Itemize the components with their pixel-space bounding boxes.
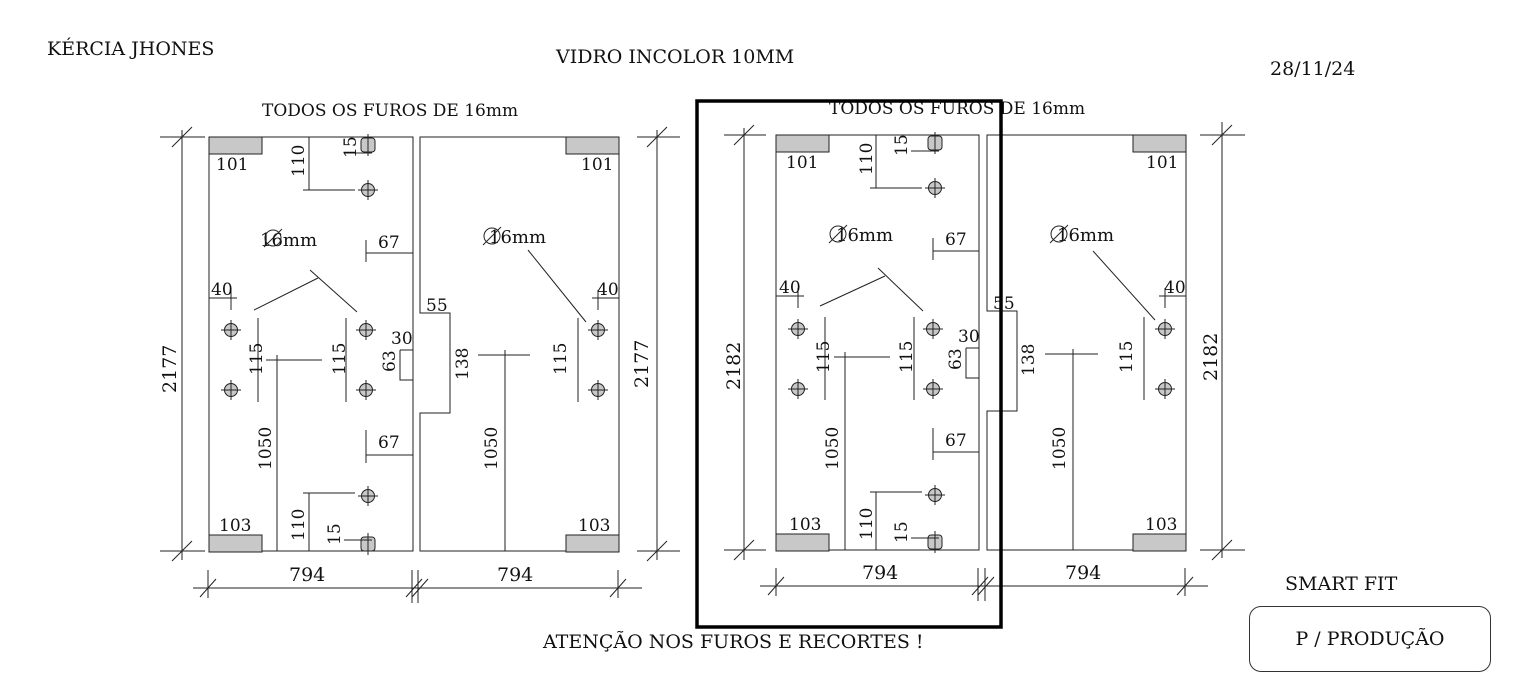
panel-d: 101 103 55 138 16mm 40 115 1050: [986, 134, 1187, 552]
dim-138-d: 138: [1019, 344, 1039, 376]
plate-label-bottom: 103: [219, 516, 251, 536]
dim-55-d: 55: [993, 294, 1015, 314]
dim-67-b: 67: [378, 433, 400, 453]
company-name: SMART FIT: [1285, 573, 1398, 595]
left-height-dim-1: 2177: [159, 345, 181, 393]
dim-40-c: 40: [779, 278, 801, 298]
production-stamp: P / PRODUÇÃO: [1249, 606, 1491, 672]
dim-115-b: 115: [330, 343, 350, 375]
dim-30-c: 30: [958, 327, 980, 347]
dim-15-b: 15: [325, 523, 345, 545]
dim-115-c: 115: [551, 343, 571, 375]
right-note: TODOS OS FUROS DE 16mm: [829, 99, 1085, 119]
plate-label-top-b: 101: [581, 155, 613, 175]
dim-40-d: 40: [1164, 278, 1186, 298]
dim-67-c: 67: [945, 230, 967, 250]
material-spec: VIDRO INCOLOR 10MM: [556, 46, 795, 68]
dim-15: 15: [341, 136, 361, 158]
dim-15-d: 15: [892, 521, 912, 543]
dim-55: 55: [426, 296, 448, 316]
left-height-dim-2: 2177: [631, 340, 653, 388]
dim-110-d: 110: [857, 508, 877, 540]
dim-115-d: 115: [814, 341, 834, 373]
dim-30: 30: [391, 329, 413, 349]
width-dim-a: 794: [289, 564, 325, 586]
hole-diameter-label-b: 16mm: [489, 227, 546, 248]
dim-63: 63: [380, 350, 400, 372]
hole-diameter-label-c: 16mm: [836, 225, 893, 246]
plate-label-top: 101: [216, 155, 248, 175]
dim-40: 40: [211, 280, 233, 300]
right-height-dim-1: 2182: [723, 342, 745, 390]
left-note: TODOS OS FUROS DE 16mm: [262, 101, 518, 121]
plate-label-top-d: 101: [1146, 153, 1178, 173]
dim-115-a: 115: [247, 343, 267, 375]
dim-110-c: 110: [857, 143, 877, 175]
dim-1050-b: 1050: [482, 427, 502, 470]
dim-40-b: 40: [597, 280, 619, 300]
dim-115-e: 115: [897, 341, 917, 373]
production-stamp-label: P / PRODUÇÃO: [1295, 628, 1445, 650]
plate-label-bottom-b: 103: [578, 516, 610, 536]
width-dim-b: 794: [497, 564, 533, 586]
warning-note: ATENÇÃO NOS FUROS E RECORTES !: [543, 631, 924, 653]
client-name: KÉRCIA JHONES: [47, 38, 215, 60]
hole-diameter-label-d: 16mm: [1057, 225, 1114, 246]
plate-label-top-c: 101: [786, 153, 818, 173]
dim-138: 138: [453, 348, 473, 380]
left-pair: TODOS OS FUROS DE 16mm 2177 2177 101 103: [159, 101, 680, 603]
width-dim-c: 794: [862, 562, 898, 584]
plate-label-bottom-d: 103: [1145, 515, 1177, 535]
plate-label-bottom-c: 103: [789, 515, 821, 535]
dim-110: 110: [289, 145, 309, 177]
dim-1050: 1050: [256, 427, 276, 470]
hole-diameter-label: 16mm: [260, 230, 317, 251]
right-pair: TODOS OS FUROS DE 16mm 2182 2182 101 103: [723, 99, 1245, 601]
panel-b: 101 103 55 138 16mm 40 115 1050: [419, 136, 620, 553]
dim-67-d: 67: [945, 431, 967, 451]
dim-67: 67: [378, 233, 400, 253]
right-height-dim-2: 2182: [1200, 333, 1222, 381]
dim-115-f: 115: [1117, 341, 1137, 373]
dim-15-c: 15: [892, 134, 912, 156]
dim-110-b: 110: [289, 509, 309, 541]
dim-1050-d: 1050: [1050, 427, 1070, 470]
width-dim-d: 794: [1065, 562, 1101, 584]
panel-c: 101 103 110 15 67 16mm 40: [775, 131, 980, 554]
highlight-box: [695, 99, 1003, 629]
drawing-date: 28/11/24: [1270, 58, 1356, 80]
dim-63-c: 63: [946, 348, 966, 370]
dim-1050-c: 1050: [823, 427, 843, 470]
panel-a: 101 103 110 15 67 16mm 40: [208, 133, 414, 556]
